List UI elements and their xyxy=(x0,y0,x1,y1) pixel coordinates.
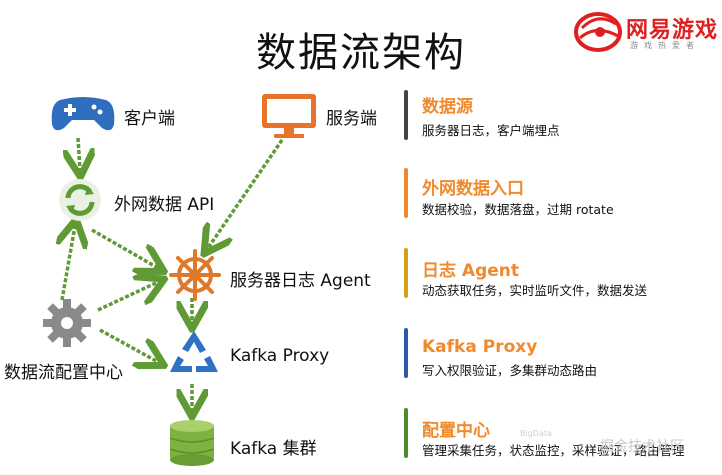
server-label: 服务端 xyxy=(326,109,377,129)
arrow-api-to-agent xyxy=(91,228,158,268)
legend-bar-5 xyxy=(404,408,408,458)
client-label: 客户端 xyxy=(124,109,175,129)
config-center-label: 数据流配置中心 xyxy=(4,363,123,383)
refresh-icon xyxy=(59,179,101,221)
database-icon xyxy=(169,420,215,466)
monitor-icon xyxy=(262,94,316,138)
flow-arrows xyxy=(0,137,284,475)
page-title: 数据流架构 xyxy=(256,30,466,76)
watermark-text: 掘金技术社区 xyxy=(600,439,684,455)
watermark-small: BigData xyxy=(520,429,552,438)
netease-logo-icon xyxy=(574,12,622,52)
gear-icon xyxy=(43,299,91,347)
arrow-config-to-api xyxy=(62,226,75,301)
logo-tagline: 游戏热爱者 xyxy=(630,41,700,50)
arrow-config-to-proxy xyxy=(99,328,158,362)
kafka-proxy-label: Kafka Proxy xyxy=(230,346,330,366)
brand-logo: 网易游戏 游戏热爱者 xyxy=(572,6,718,56)
recycle-icon xyxy=(170,331,218,372)
external-api-label: 外网数据 API xyxy=(114,195,215,215)
legend-desc-3: 动态获取任务，实时监听文件，数据发送 xyxy=(422,283,648,298)
legend-desc-5: 管理采集任务，状态监控，采样验证，路由管理 xyxy=(422,443,685,458)
legend-bar-3 xyxy=(404,248,408,298)
gamepad-icon xyxy=(51,97,115,131)
kafka-cluster-label: Kafka 集群 xyxy=(230,439,317,459)
legend-title-5: 配置中心 xyxy=(422,421,490,441)
arrow-client-to-api xyxy=(78,137,80,170)
log-agent-label: 服务器日志 Agent xyxy=(230,271,371,291)
arrow-server-to-agent xyxy=(208,139,284,248)
legend-title-3: 日志 Agent xyxy=(422,261,520,281)
legend: 数据源 服务器日志，客户端埋点 外网数据入口 数据校验，数据落盘，过期 rota… xyxy=(404,88,720,472)
legend-title-4: Kafka Proxy xyxy=(422,337,538,357)
logo-text: 网易游戏 xyxy=(626,18,719,43)
legend-desc-2: 数据校验，数据落盘，过期 rotate xyxy=(422,202,614,217)
legend-title-2: 外网数据入口 xyxy=(422,179,524,199)
ship-wheel-icon xyxy=(169,249,221,301)
legend-desc-4: 写入权限验证，多集群动态路由 xyxy=(422,363,598,378)
legend-bar-1 xyxy=(404,90,408,140)
legend-bar-2 xyxy=(404,168,408,218)
legend-bar-4 xyxy=(404,328,408,378)
arrow-config-to-agent xyxy=(97,282,158,312)
legend-desc-1: 服务器日志，客户端埋点 xyxy=(422,123,560,138)
legend-title-1: 数据源 xyxy=(422,97,473,117)
